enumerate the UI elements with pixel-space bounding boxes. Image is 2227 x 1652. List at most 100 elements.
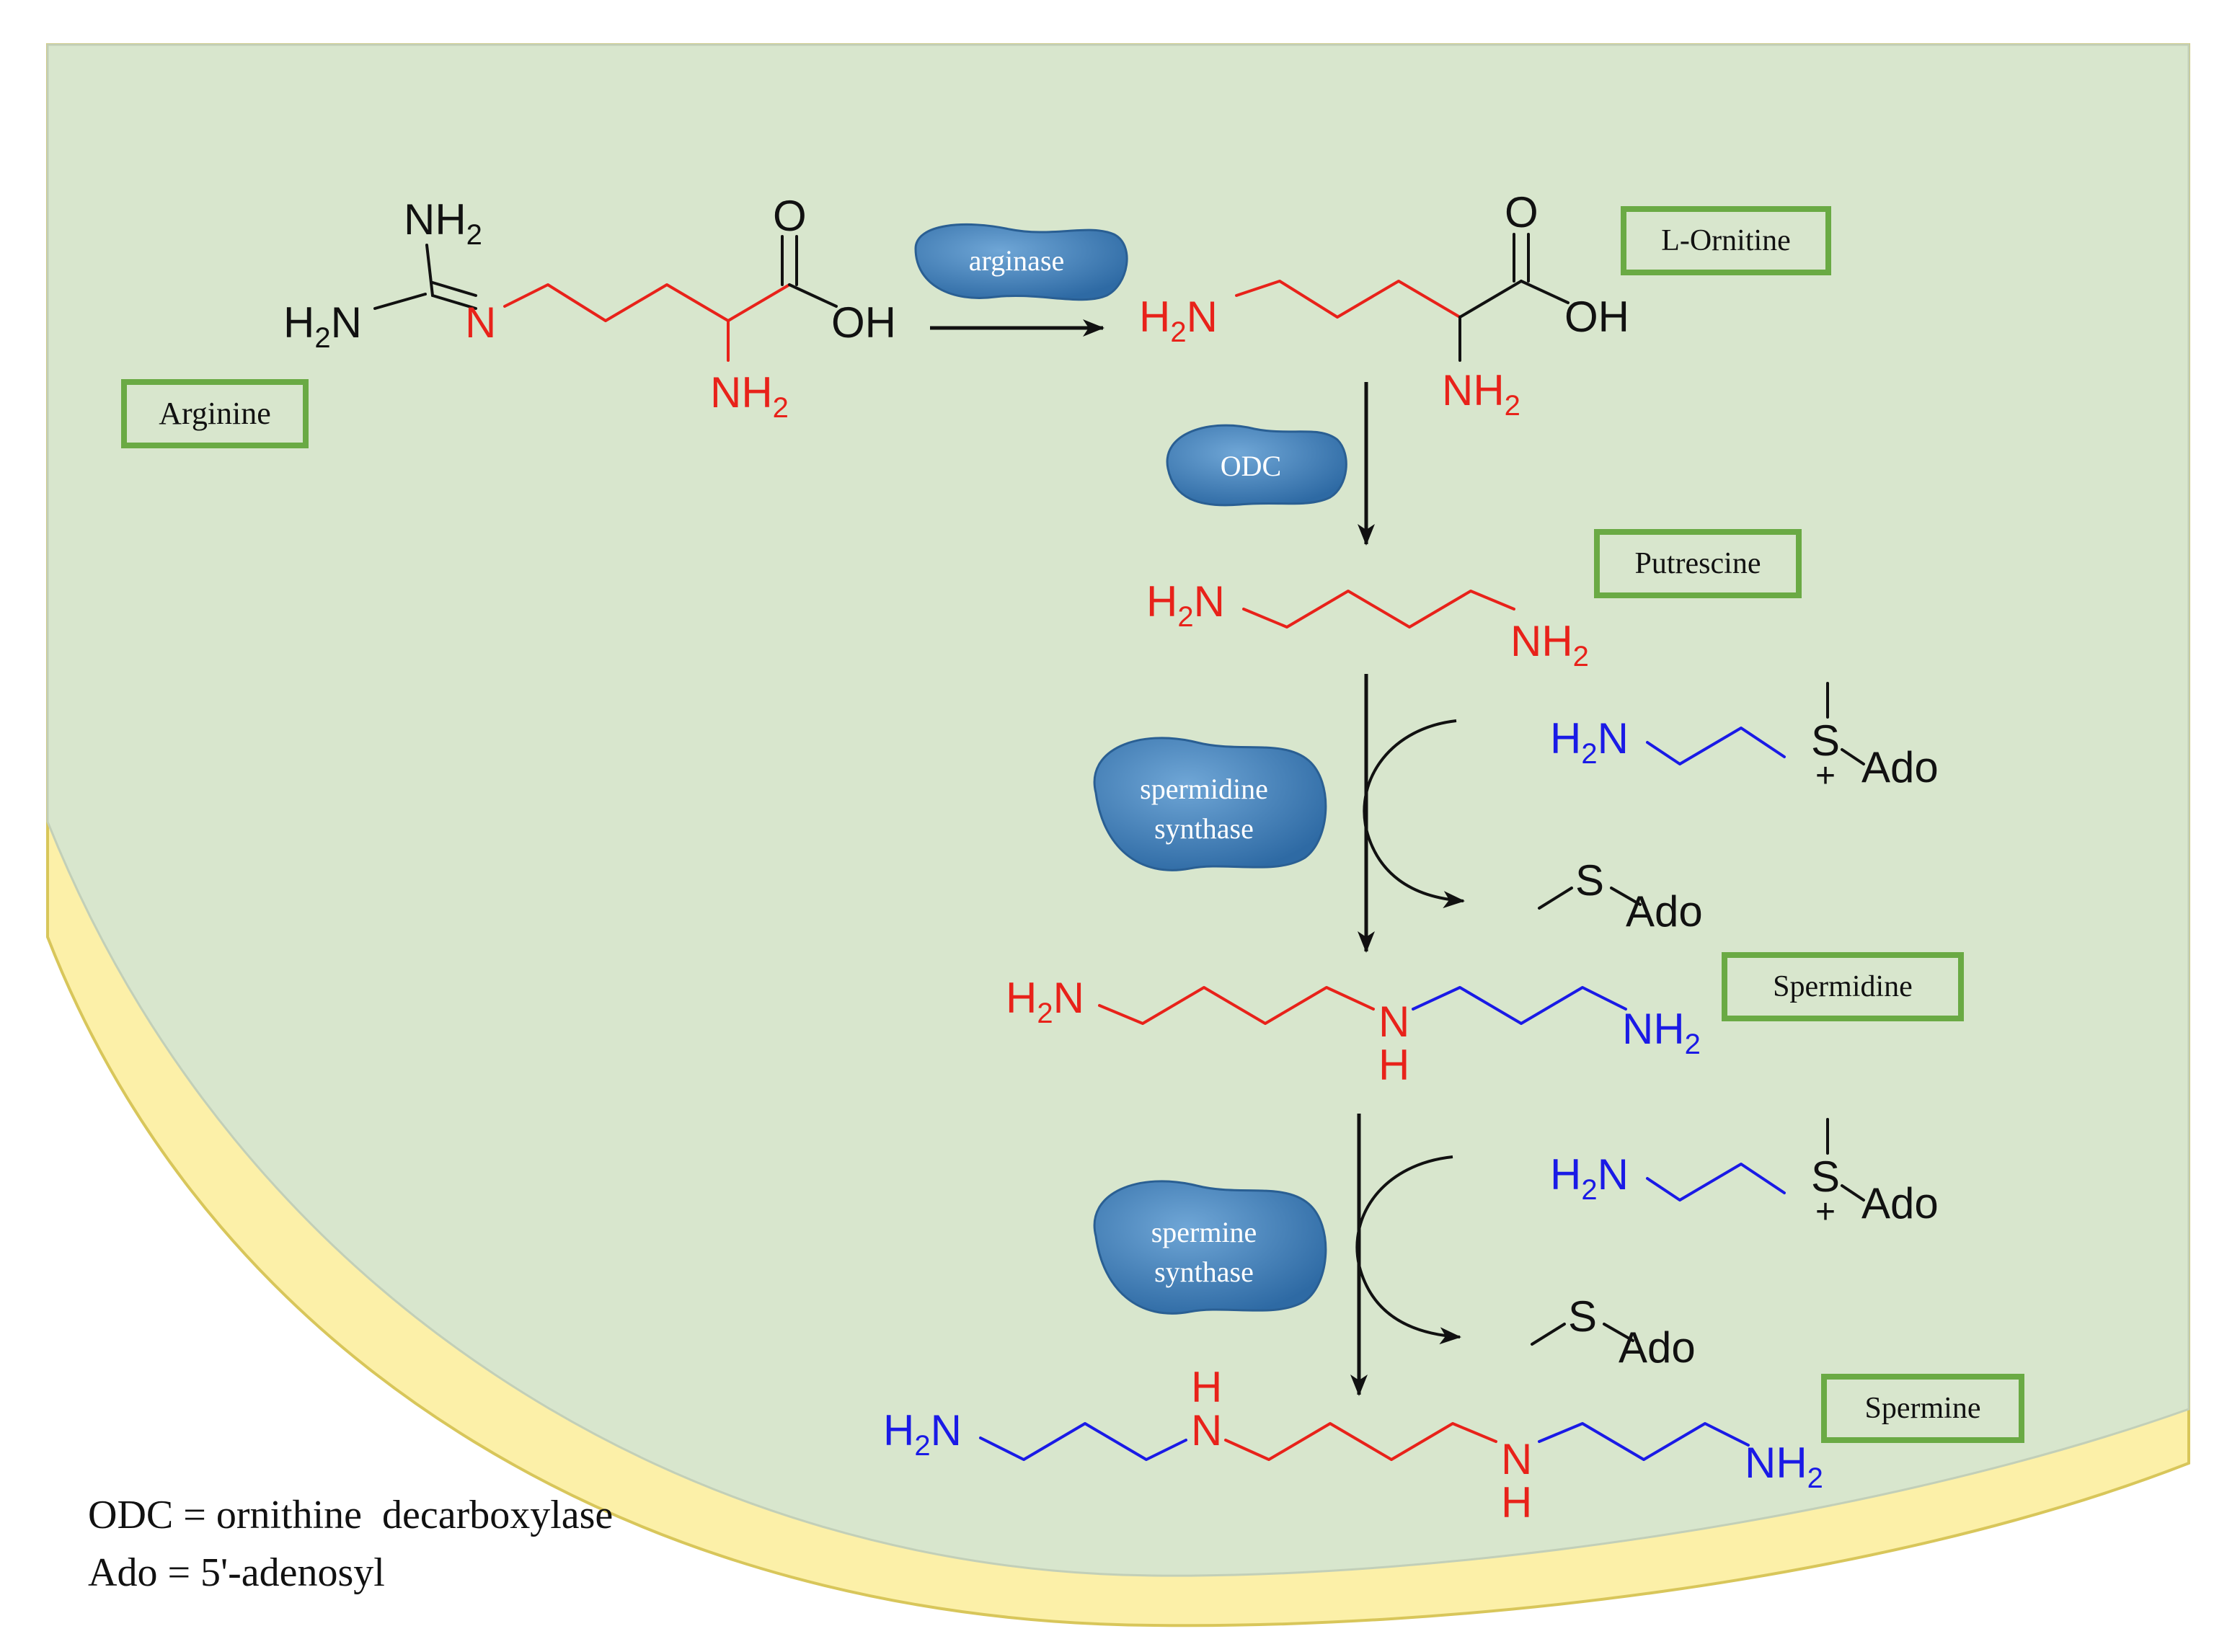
atom-s: S (1811, 716, 1840, 765)
spermidine-structure: H2N N H NH2 (1006, 974, 1701, 1089)
label-spermidine-text: Spermidine (1773, 970, 1913, 1003)
enzyme-spermine-synthase-line1: spermine (1151, 1216, 1257, 1248)
enzyme-arginase-label: arginase (969, 244, 1065, 277)
atom-oh: OH (831, 298, 896, 347)
atom-h: H (883, 1406, 914, 1455)
svg-text:NH2: NH2 (1745, 1439, 1823, 1494)
atom-n: N (1501, 1435, 1532, 1483)
atom-s: S (1575, 856, 1604, 905)
enzyme-odc-label: ODC (1221, 450, 1281, 482)
atom-2: 2 (1177, 601, 1193, 633)
atom-h: H (1501, 1478, 1532, 1527)
atom-n: N (465, 298, 496, 347)
label-arginine: Arginine (121, 379, 309, 448)
atom-h: H (283, 298, 314, 347)
atom-plus: + (1815, 1193, 1836, 1231)
svg-text:H2N: H2N (283, 298, 362, 354)
svg-text:H2N: H2N (1139, 293, 1218, 348)
atom-h: H (1191, 1363, 1222, 1411)
atom-2: 2 (314, 322, 330, 354)
atom-2: 2 (1807, 1462, 1823, 1494)
legend: ODC = ornithine decarboxylase Ado = 5'-a… (88, 1493, 613, 1595)
label-spermine: Spermine (1821, 1374, 2024, 1443)
curved-arrow-dcsam-1 (1363, 719, 1465, 909)
atom-s: S (1811, 1153, 1840, 1201)
atom-n: N (931, 1406, 962, 1455)
legend-ado: Ado = 5'-adenosyl (88, 1550, 385, 1595)
atom-n: N (1598, 714, 1629, 763)
svg-text:NH2: NH2 (710, 368, 789, 424)
atom-2: 2 (1170, 316, 1186, 348)
label-putrescine-text: Putrescine (1635, 547, 1761, 580)
atom-n: N (1378, 998, 1409, 1046)
atom-n: N (1187, 293, 1218, 341)
label-spermidine: Spermidine (1722, 952, 1964, 1021)
svg-text:H2N: H2N (1006, 974, 1084, 1029)
atom-n: N (1191, 1406, 1222, 1455)
atom-nh: NH (1442, 366, 1505, 414)
enzyme-spermine-synthase: spermine synthase (1093, 1180, 1327, 1315)
atom-2: 2 (1505, 390, 1520, 422)
atom-s: S (1568, 1292, 1597, 1341)
atom-o: O (773, 192, 807, 240)
atom-nh: NH (710, 368, 773, 417)
atom-n: N (1598, 1150, 1629, 1199)
svg-text:NH2: NH2 (1622, 1005, 1701, 1060)
enzyme-spermidine-synthase-line1: spermidine (1140, 773, 1268, 805)
atom-n: N (1194, 577, 1225, 626)
atom-ado: Ado (1861, 1179, 1939, 1227)
atom-n: N (331, 298, 362, 347)
atom-ado: Ado (1619, 1323, 1696, 1372)
atom-2: 2 (1581, 738, 1597, 770)
arginine-structure: NH2 H2N N O OH NH2 (283, 192, 896, 424)
label-arginine-text: Arginine (159, 396, 271, 431)
atom-2: 2 (1037, 998, 1053, 1029)
ornithine-structure: H2N O OH NH2 (1139, 188, 1629, 422)
atom-nh: NH (1510, 617, 1573, 665)
atom-o: O (1505, 188, 1538, 236)
svg-text:H2N: H2N (1146, 577, 1225, 633)
enzyme-arginase: arginase (914, 223, 1128, 301)
atom-ado: Ado (1626, 887, 1703, 936)
atom-h: H (1550, 1150, 1581, 1199)
svg-text:NH2: NH2 (404, 195, 482, 251)
atom-2: 2 (773, 392, 789, 424)
atom-nh: NH (1745, 1439, 1807, 1487)
label-putrescine: Putrescine (1594, 529, 1802, 598)
atom-h: H (1139, 293, 1170, 341)
atom-oh: OH (1564, 293, 1629, 341)
label-spermine-text: Spermine (1865, 1392, 1981, 1425)
atom-h: H (1146, 577, 1177, 626)
atom-ado: Ado (1861, 743, 1939, 791)
label-ornithine-text: L-Ornitine (1661, 224, 1791, 257)
mta-structure-2: S Ado (1531, 1292, 1696, 1372)
svg-text:H2N: H2N (1550, 714, 1629, 770)
atom-h: H (1006, 974, 1037, 1022)
atom-2: 2 (1685, 1029, 1701, 1060)
spermine-structure: H2N H N N H NH2 (883, 1363, 1823, 1527)
curved-arrow-dcsam-2 (1355, 1155, 1461, 1345)
atom-h: H (1550, 714, 1581, 763)
mta-structure-1: S Ado (1538, 856, 1703, 936)
enzyme-spermidine-synthase-line2: synthase (1154, 812, 1254, 845)
dcsam-structure-1: H2N S + Ado (1550, 682, 1939, 795)
atom-n: N (1053, 974, 1084, 1022)
atom-2: 2 (1581, 1174, 1597, 1206)
atom-nh: NH (1622, 1005, 1685, 1053)
atom-2: 2 (914, 1430, 930, 1462)
legend-odc: ODC = ornithine decarboxylase (88, 1493, 613, 1537)
svg-text:NH2: NH2 (1510, 617, 1589, 672)
enzyme-spermine-synthase-line2: synthase (1154, 1256, 1254, 1288)
enzyme-odc: ODC (1166, 424, 1347, 507)
atom-nh: NH (404, 195, 466, 244)
svg-text:NH2: NH2 (1442, 366, 1520, 422)
atom-2: 2 (1573, 641, 1589, 672)
svg-text:H2N: H2N (1550, 1150, 1629, 1206)
label-ornithine: L-Ornitine (1621, 206, 1831, 275)
svg-text:H2N: H2N (883, 1406, 962, 1462)
atom-2: 2 (466, 219, 482, 251)
enzyme-spermidine-synthase: spermidine synthase (1093, 737, 1327, 871)
atom-h: H (1378, 1041, 1409, 1089)
dcsam-structure-2: H2N S + Ado (1550, 1118, 1939, 1231)
